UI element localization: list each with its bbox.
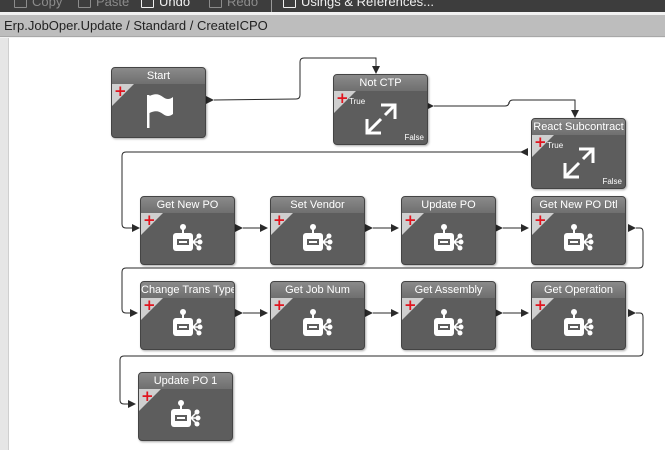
node-corner — [271, 298, 293, 320]
node-corner — [141, 298, 163, 320]
node-corner — [402, 213, 424, 235]
condition-arrows-icon — [532, 135, 625, 188]
add-marker-icon[interactable]: + — [114, 82, 127, 100]
add-marker-icon[interactable]: + — [534, 296, 547, 314]
get-job-num-node[interactable]: Get Job Num + — [270, 281, 365, 350]
add-marker-icon[interactable]: + — [143, 296, 156, 314]
references-icon — [283, 0, 296, 8]
node-title: Change Trans Type — [141, 282, 234, 298]
true-branch-label: True — [349, 97, 366, 106]
add-marker-icon[interactable]: + — [141, 387, 154, 405]
node-corner — [271, 213, 293, 235]
undo-button[interactable]: Undo — [141, 0, 190, 9]
copy-label: Copy — [32, 0, 63, 9]
add-marker-icon[interactable]: + — [336, 89, 349, 107]
add-marker-icon[interactable]: + — [534, 133, 547, 151]
paste-button[interactable]: Paste — [78, 0, 129, 9]
wire-start-to-not-ctp — [213, 57, 380, 101]
flag-icon — [112, 84, 205, 137]
toolbar-separator — [271, 0, 272, 12]
node-title: Get New PO — [141, 197, 234, 213]
node-title: React Subcontract — [532, 119, 625, 135]
node-title: Set Vendor — [271, 197, 364, 213]
node-title: Update PO — [402, 197, 495, 213]
change-trans-type-node[interactable]: Change Trans Type + — [140, 281, 235, 350]
get-new-po-dtl-node[interactable]: Get New PO Dtl + — [531, 196, 626, 265]
undo-icon — [141, 0, 154, 8]
copy-button[interactable]: Copy — [14, 0, 62, 9]
react-subcontract-condition-node[interactable]: React Subcontract + True False — [531, 118, 626, 189]
false-branch-label: False — [404, 133, 424, 142]
method-call-icon — [402, 298, 495, 349]
method-call-icon — [141, 213, 234, 264]
add-marker-icon[interactable]: + — [404, 211, 417, 229]
node-corner — [402, 298, 424, 320]
wire-not-ctp-true-to-react — [434, 99, 579, 118]
node-title: Get Assembly — [402, 282, 495, 298]
add-marker-icon[interactable]: + — [143, 211, 156, 229]
node-corner — [334, 91, 356, 113]
false-branch-label: False — [602, 177, 622, 186]
breadcrumb: Erp.JobOper.Update / Standard / CreateIC… — [0, 15, 665, 37]
node-corner — [532, 298, 554, 320]
node-corner — [532, 213, 554, 235]
redo-label: Redo — [227, 0, 259, 9]
wire-react-to-get-new-po — [121, 151, 528, 232]
copy-icon — [14, 0, 27, 8]
node-title: Get Job Num — [271, 282, 364, 298]
true-branch-label: True — [547, 141, 564, 150]
paste-label: Paste — [96, 0, 130, 9]
method-call-icon — [139, 389, 232, 440]
node-corner — [112, 84, 134, 106]
paste-icon — [78, 0, 91, 8]
undo-label: Undo — [159, 0, 191, 9]
node-title: Not CTP — [334, 75, 427, 91]
method-call-icon — [532, 298, 625, 349]
usings-label: Usings & References... — [301, 0, 434, 9]
update-po-node[interactable]: Update PO + — [401, 196, 496, 265]
node-title: Get Operation — [532, 282, 625, 298]
start-node[interactable]: Start + — [111, 67, 206, 138]
node-title: Start — [112, 68, 205, 84]
redo-icon — [209, 0, 222, 8]
node-corner — [139, 389, 161, 411]
node-corner — [532, 135, 554, 157]
update-po-1-node[interactable]: Update PO 1 + — [138, 372, 233, 441]
get-new-po-node[interactable]: Get New PO + — [140, 196, 235, 265]
get-operation-node[interactable]: Get Operation + — [531, 281, 626, 350]
node-title: Get New PO Dtl — [532, 197, 625, 213]
set-vendor-node[interactable]: Set Vendor + — [270, 196, 365, 265]
method-call-icon — [271, 213, 364, 264]
add-marker-icon[interactable]: + — [273, 296, 286, 314]
toolbar: Copy Paste Undo Redo Usings & References… — [0, 0, 665, 12]
not-ctp-condition-node[interactable]: Not CTP + True False — [333, 74, 428, 145]
method-call-icon — [141, 298, 234, 349]
method-call-icon — [271, 298, 364, 349]
usings-references-button[interactable]: Usings & References... — [283, 0, 434, 9]
redo-button[interactable]: Redo — [209, 0, 258, 9]
node-corner — [141, 213, 163, 235]
node-title: Update PO 1 — [139, 373, 232, 389]
add-marker-icon[interactable]: + — [273, 211, 286, 229]
get-assembly-node[interactable]: Get Assembly + — [401, 281, 496, 350]
method-call-icon — [532, 213, 625, 264]
wire-get-new-po-dtl-to-change-trans — [121, 227, 644, 317]
condition-arrows-icon — [334, 91, 427, 144]
wire-get-operation-to-update-po-1 — [119, 312, 644, 408]
add-marker-icon[interactable]: + — [534, 211, 547, 229]
method-call-icon — [402, 213, 495, 264]
canvas-left-gutter — [0, 38, 8, 450]
add-marker-icon[interactable]: + — [404, 296, 417, 314]
